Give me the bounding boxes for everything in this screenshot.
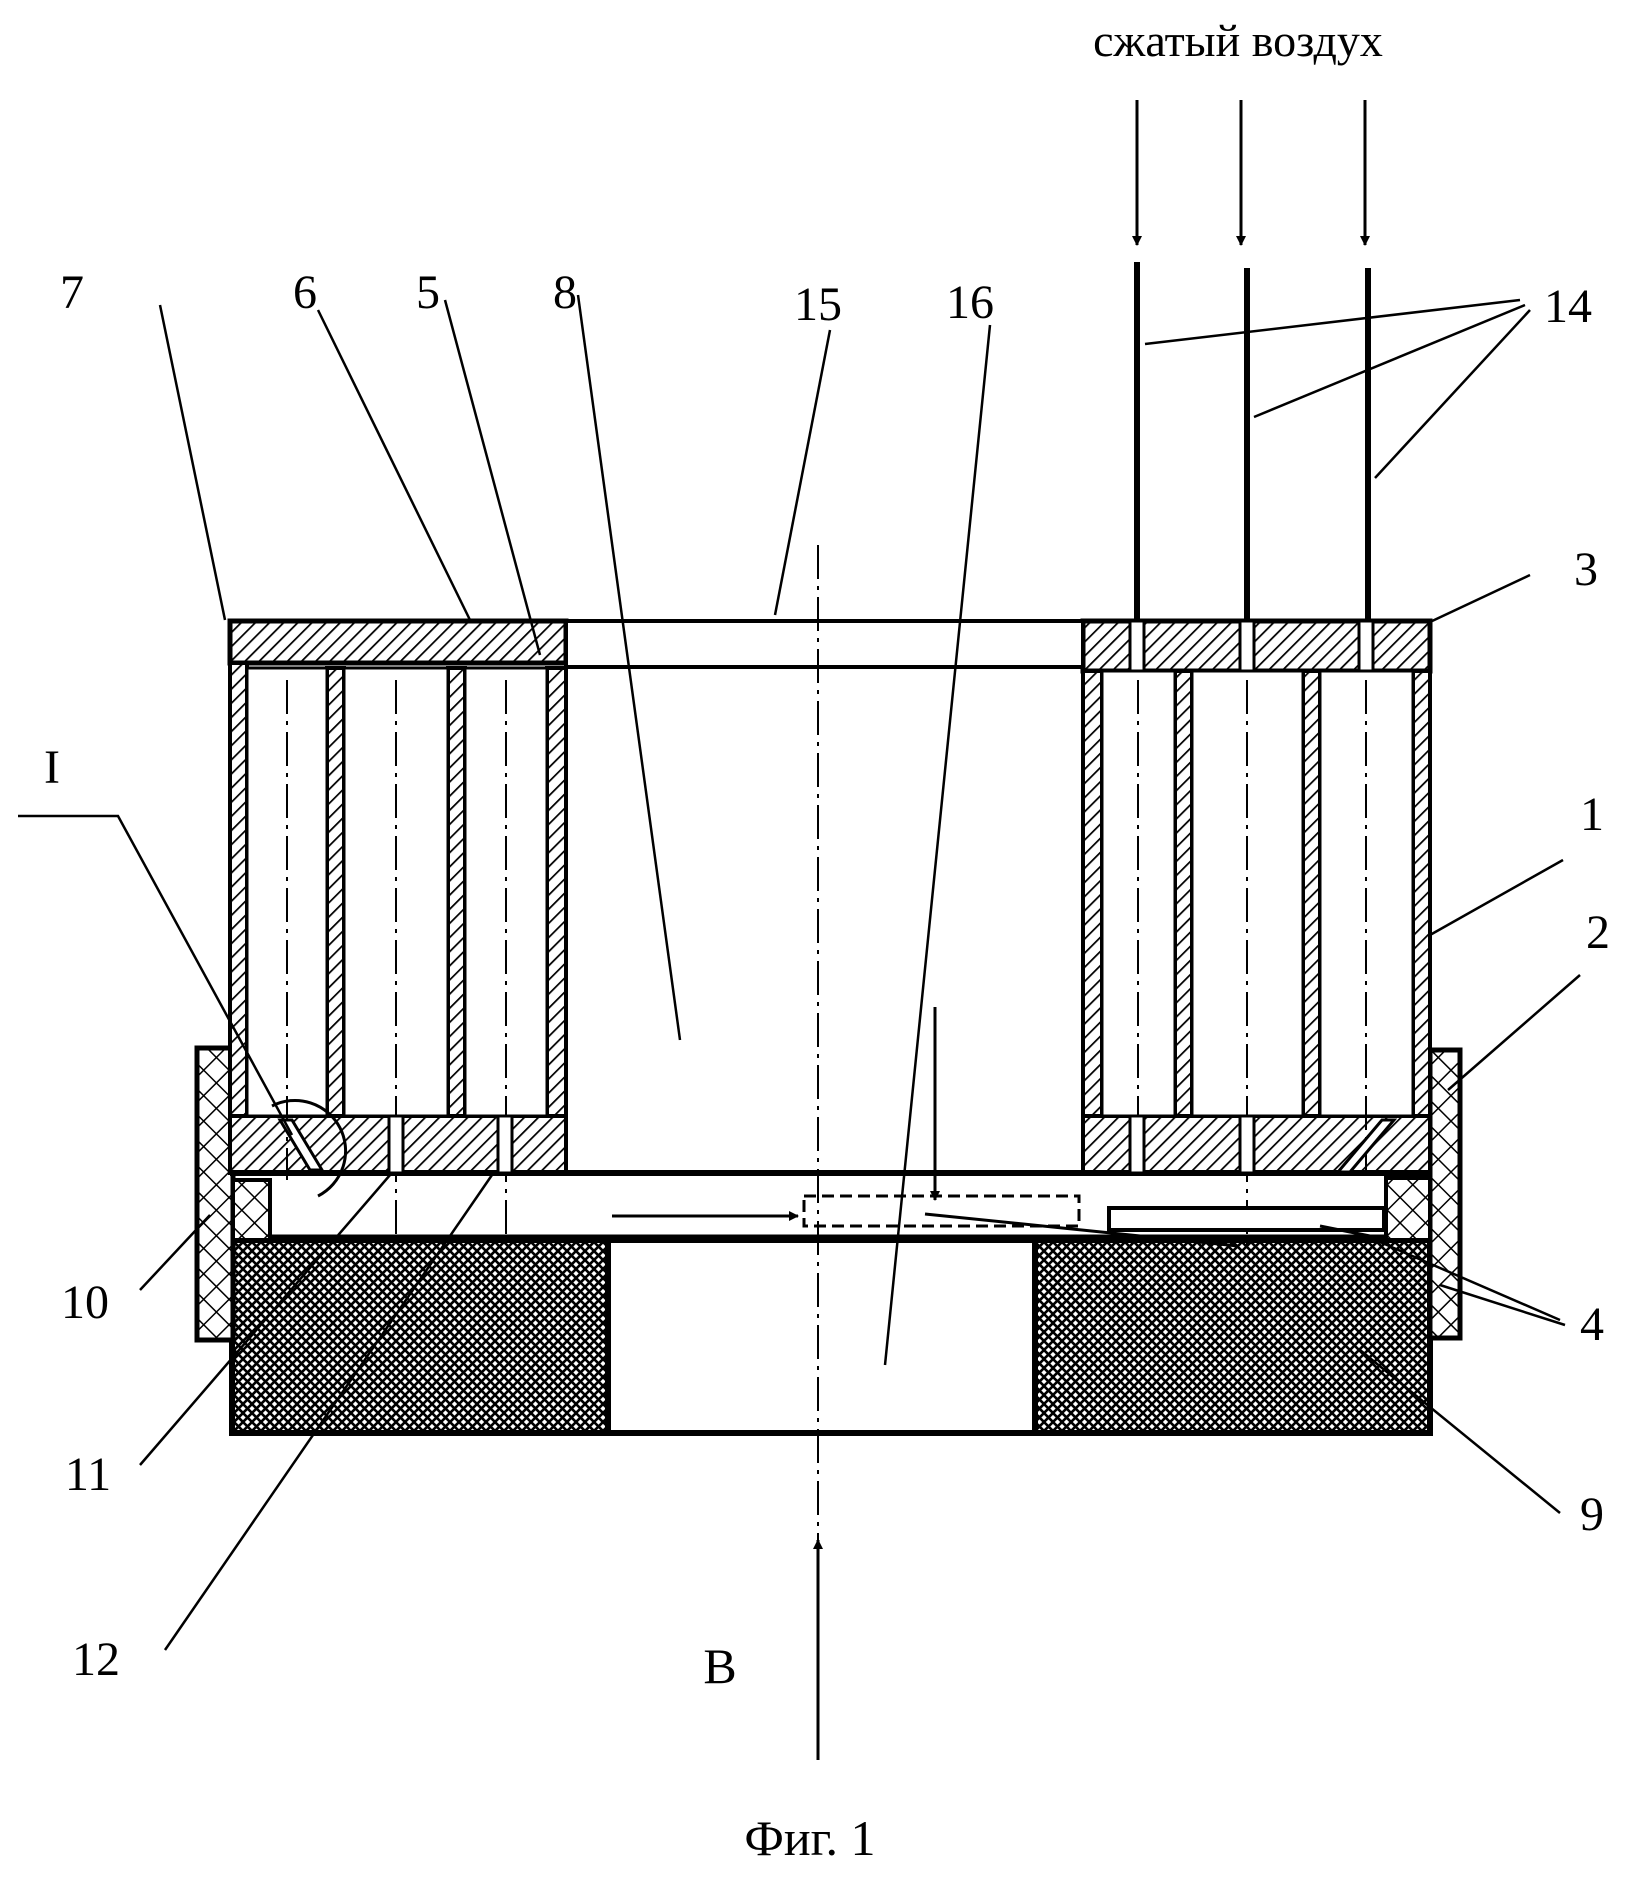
label-6: 6 [293,266,317,319]
label-12: 12 [72,1633,120,1686]
air-label: сжатый воздух [1093,15,1383,66]
label-4: 4 [1580,1298,1604,1351]
view-label: B [703,1638,736,1694]
detail-label: I [44,741,60,794]
base-plate [232,1240,1430,1433]
label-2: 2 [1586,906,1610,959]
label-8: 8 [553,266,577,319]
label-7: 7 [60,266,84,319]
tubes [247,668,1413,1116]
label-11: 11 [65,1448,111,1501]
label-14: 14 [1544,280,1592,333]
label-1: 1 [1580,788,1604,841]
label-15: 15 [794,278,842,331]
figure-caption: Фиг. 1 [744,1810,875,1866]
label-10: 10 [61,1276,109,1329]
air-pipes [1137,262,1368,621]
label-16: 16 [946,276,994,329]
label-5: 5 [416,266,440,319]
label-3: 3 [1574,543,1598,596]
label-9: 9 [1580,1488,1604,1541]
air-arrows [1137,100,1365,245]
